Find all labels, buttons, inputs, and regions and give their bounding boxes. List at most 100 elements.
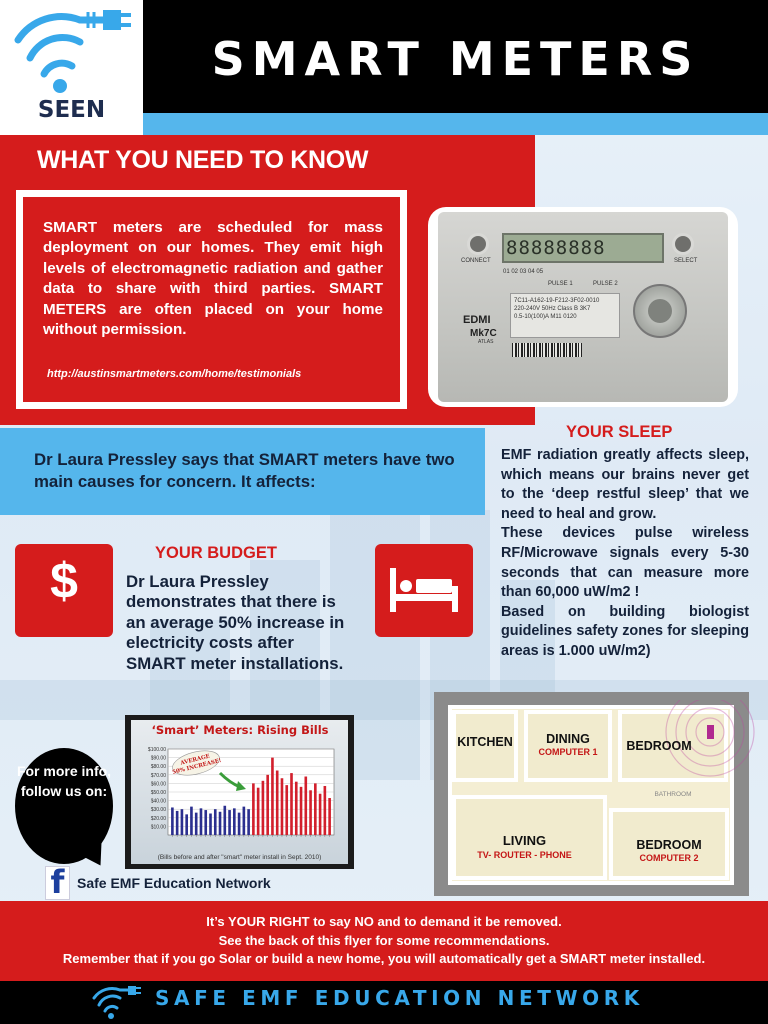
meter-plate-line: 220-240V 50Hz Class B 3K7	[514, 306, 591, 312]
info-speech-bubble	[15, 748, 113, 864]
chart-bar-before	[218, 811, 222, 835]
chart-y-tick: $60.00	[151, 781, 167, 787]
rights-line: It’s YOUR RIGHT to say NO and to demand …	[206, 914, 562, 929]
meter-select-label: SELECT	[674, 258, 698, 264]
dining-label: DINING	[546, 732, 590, 746]
chart-y-tick: $40.00	[151, 799, 167, 805]
facebook-glyph: f	[50, 863, 65, 901]
router-marker	[707, 725, 714, 739]
testimonials-link[interactable]: http://austinsmartmeters.com/home/testim…	[47, 368, 302, 380]
chart-bar-before	[223, 805, 227, 835]
chart-y-tick: $30.00	[151, 807, 167, 813]
chart-bar-before	[194, 812, 198, 835]
bedroom1-label: BEDROOM	[626, 739, 692, 753]
info-text: For more info, follow us on:	[16, 763, 112, 799]
chart-caption: (Bills before and after "smart" meter in…	[157, 854, 322, 861]
dollar-icon: $	[50, 553, 78, 609]
chart-bar-before	[233, 808, 236, 835]
know-body: SMART meters are scheduled for mass depl…	[43, 219, 383, 339]
bedroom2-label: BEDROOM	[636, 838, 702, 852]
chart-bar-before	[209, 813, 212, 835]
sleep-paragraph: EMF radiation greatly affects sleep, whi…	[501, 447, 749, 522]
sleep-body: EMF radiation greatly affects sleep, whi…	[501, 446, 749, 662]
dining-sub-label: COMPUTER 1	[538, 747, 598, 757]
header-accent-strip	[143, 113, 768, 135]
title-bar	[143, 0, 768, 113]
sleep-paragraph: Based on building biologist guidelines s…	[501, 603, 749, 659]
sleep-heading: YOUR SLEEP	[566, 423, 673, 441]
footer-wifi-plug-icon	[92, 986, 141, 1019]
chart-bar-before	[180, 809, 184, 835]
budget-heading: YOUR BUDGET	[155, 544, 277, 562]
pressley-band	[0, 428, 485, 515]
chart-y-tick: $50.00	[151, 790, 167, 796]
bills-bar-chart: $100.00 $90.00 $80.00 $70.00 $60.00 $50.00 $40…	[148, 747, 335, 837]
bed-icon	[390, 568, 458, 612]
radiation-rings	[665, 700, 755, 777]
chart-y-tick: $90.00	[151, 756, 167, 762]
chart-bar-after	[309, 790, 312, 835]
living-sub-label: TV- ROUTER - PHONE	[477, 850, 572, 860]
room-kitchen	[452, 710, 518, 782]
meter-atlas: ATLAS	[478, 339, 494, 345]
know-text-box	[16, 190, 407, 409]
meter-plate-line: 0.5-10(100)A M11 0120	[514, 314, 577, 320]
chart-annotation-badge	[172, 750, 220, 776]
footer-org-name: SAFE EMF EDUCATION NETWORK	[155, 986, 644, 1010]
chart-bar-after	[323, 785, 327, 835]
meter-connect-label: CONNECT	[461, 258, 491, 264]
chart-bar-before	[185, 814, 188, 835]
chart-title: ‘Smart’ Meters: Rising Bills	[151, 723, 329, 737]
chart-bar-before	[175, 810, 179, 835]
chart-bar-after	[271, 757, 274, 835]
meter-brand: EDMI	[463, 314, 491, 326]
pressley-text: Dr Laura Pressley says that SMART meters…	[34, 450, 455, 491]
chart-y-tick: $20.00	[151, 816, 167, 822]
chart-bar-before	[247, 809, 250, 835]
room-bedroom-1	[618, 710, 728, 782]
facebook-icon[interactable]	[45, 866, 70, 900]
chart-bar-before	[228, 810, 231, 835]
logo-text: SEEN	[37, 97, 106, 123]
chart-bar-after	[256, 787, 260, 835]
chart-bar-before	[213, 809, 217, 835]
meter-pulse2-label: PULSE 2	[593, 281, 618, 287]
room-dining	[524, 710, 612, 782]
sleep-paragraph: These devices pulse wireless RF/Microwav…	[501, 525, 749, 601]
meter-barcode	[512, 343, 582, 357]
chart-bar-before	[237, 812, 241, 835]
chart-bar-after	[299, 786, 303, 835]
room-bedroom-2	[609, 808, 729, 880]
chart-bar-after	[294, 781, 298, 835]
budget-body: Dr Laura Pressley demonstrates that ther…	[126, 572, 345, 673]
chart-bar-after	[261, 780, 265, 835]
facebook-page-link[interactable]: Safe EMF Education Network	[77, 875, 271, 891]
living-label: LIVING	[502, 833, 547, 848]
chart-bar-after	[275, 770, 279, 835]
chart-y-tick: $70.00	[151, 773, 167, 779]
chart-bar-after	[290, 773, 293, 835]
room-living	[452, 795, 607, 880]
meter-pulse1-label: PULSE 1	[548, 281, 573, 287]
chart-bar-after	[280, 778, 284, 835]
meter-rating-plate: 7C11-A162-19-F212-3F02-0010 220-240V 50H…	[510, 293, 620, 338]
meter-select-knob	[672, 233, 694, 255]
chart-bar-after	[328, 798, 331, 835]
know-heading: WHAT YOU NEED TO KNOW	[37, 146, 369, 174]
page-title: SMART METERS	[211, 32, 700, 86]
chart-bar-after	[318, 793, 322, 835]
chart-bar-after	[252, 783, 255, 835]
chart-bar-before	[171, 807, 174, 835]
chart-bar-after	[304, 776, 308, 835]
meter-display	[502, 233, 664, 263]
chart-y-tick: $10.00	[151, 824, 167, 830]
chart-y-tick: $100.00	[148, 747, 166, 753]
rights-banner	[0, 901, 768, 981]
meter-model: Mk7C	[470, 328, 497, 339]
chart-bar-after	[266, 774, 269, 835]
chart-y-tick: $80.00	[151, 764, 167, 770]
meter-optical-port-center	[648, 299, 672, 323]
chart-bar-before	[190, 806, 193, 835]
rights-line: See the back of this flyer for some reco…	[218, 932, 550, 948]
